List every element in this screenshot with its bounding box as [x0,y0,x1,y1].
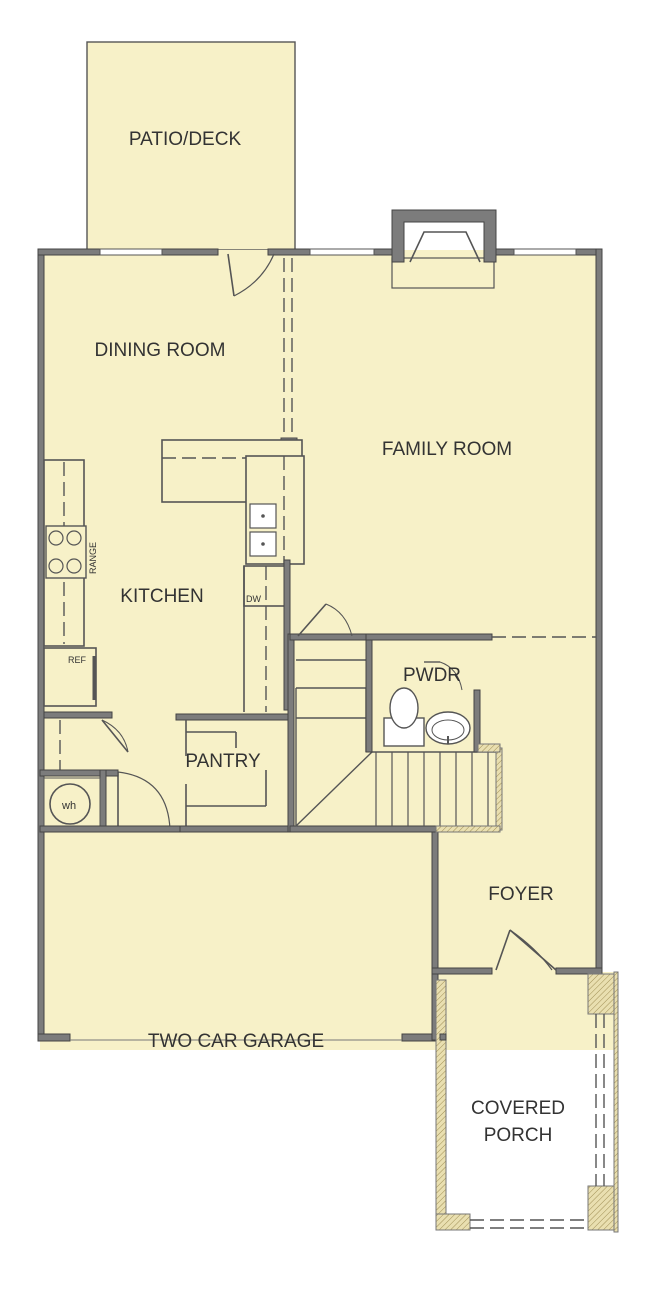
room-label-covered: COVERED [471,1098,565,1119]
fireplace-hearth [391,257,495,289]
toilet-bowl [389,687,419,729]
kitchen-island [161,439,305,565]
counter-run [243,559,291,712]
fireplace [391,209,497,263]
room-label-two-car-garage: TWO CAR GARAGE [148,1031,324,1052]
main-floor-area [40,250,600,1050]
refrigerator [43,647,97,707]
room-label-foyer: FOYER [488,884,553,905]
room-label-pwdr: PWDR [403,665,461,686]
patio-deck-area [86,41,296,251]
patio-door [227,253,275,297]
room-label-kitchen: KITCHEN [120,586,203,607]
dishwasher-label: DW [246,594,261,604]
covered-porch [435,971,619,1233]
room-label-dining-room: DINING ROOM [95,340,226,361]
powder-room [365,633,596,753]
front-door [495,929,557,971]
garage-top-wall [39,825,181,833]
room-label-porch: PORCH [484,1125,553,1146]
range [45,525,87,579]
porch-floor-area [436,972,616,1050]
water-heater [43,777,101,831]
garage-top-wall-right [289,825,437,833]
ref-label: REF [68,655,87,665]
garage-entry-door [105,769,171,831]
room-label-family-room: FAMILY ROOM [382,439,512,460]
windows [99,248,577,256]
range-label: RANGE [88,542,98,574]
left-counter [43,459,97,707]
water-heater-label: wh [61,800,76,812]
room-label-patio-deck: PATIO/DECK [129,129,242,150]
room-label-pantry: PANTRY [185,751,261,772]
